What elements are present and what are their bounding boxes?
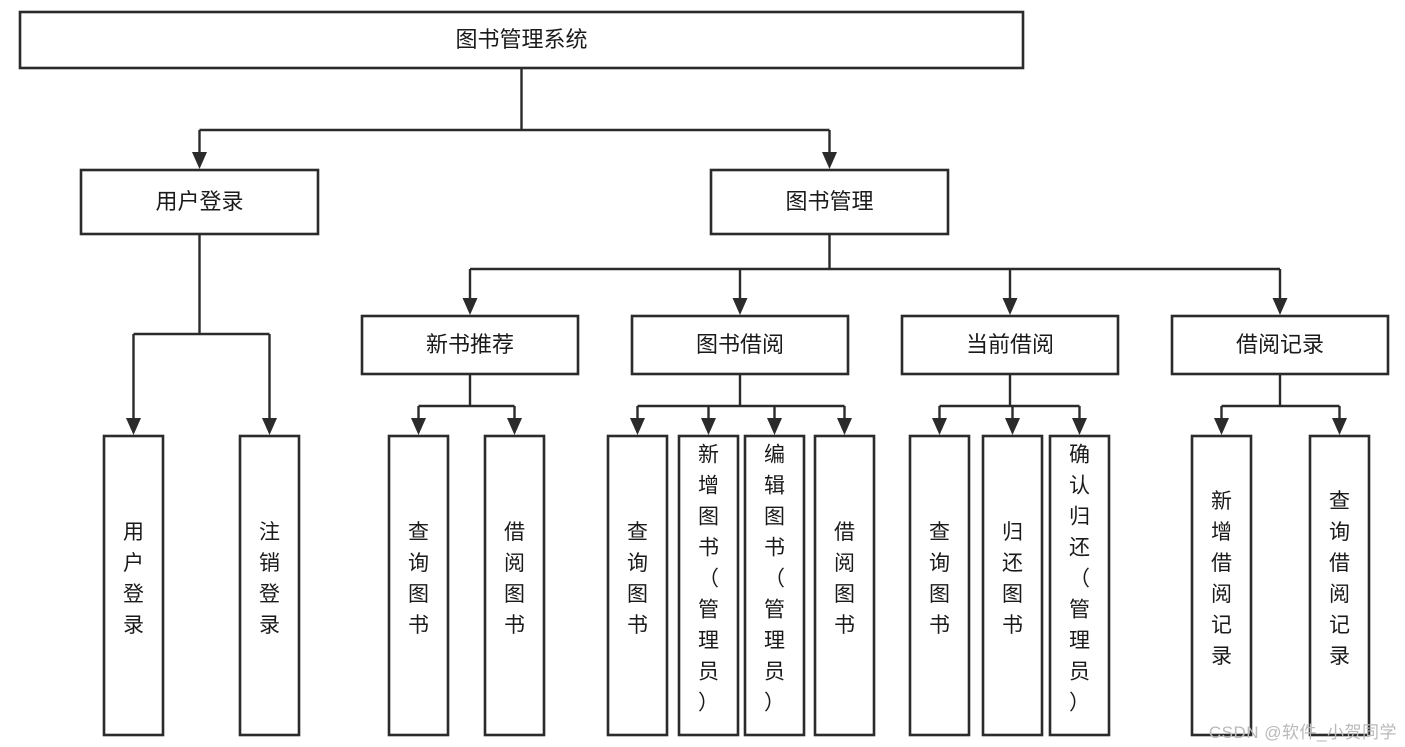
node-box-leaf-borrow-book-1 bbox=[483, 434, 546, 737]
node-box-current-borrow bbox=[900, 314, 1120, 376]
node-label-current-borrow: 当前借阅 bbox=[966, 332, 1054, 357]
node-box-leaf-borrow-book-2 bbox=[813, 434, 876, 737]
node-leaf-add-book[interactable]: 新增图书（管理员） bbox=[677, 434, 740, 737]
node-leaf-user-login[interactable]: 用户登录 bbox=[102, 434, 165, 737]
connector-arrow-icon bbox=[507, 418, 522, 435]
node-box-leaf-return-book bbox=[981, 434, 1044, 737]
node-label-leaf-user-logout: 注销登录 bbox=[259, 521, 280, 637]
node-layer: 图书管理系统用户登录图书管理新书推荐图书借阅当前借阅借阅记录用户登录注销登录查询… bbox=[18, 10, 1390, 737]
node-label-leaf-query-record: 查询借阅记录 bbox=[1329, 490, 1350, 668]
node-leaf-query-record[interactable]: 查询借阅记录 bbox=[1308, 434, 1371, 737]
node-label-leaf-confirm-return: 确认归还（管理员） bbox=[1069, 444, 1090, 715]
node-user-login[interactable]: 用户登录 bbox=[79, 168, 320, 236]
connector-arrow-icon bbox=[411, 418, 426, 435]
node-label-leaf-borrow-book-1: 借阅图书 bbox=[504, 521, 525, 637]
node-box-leaf-add-record bbox=[1190, 434, 1253, 737]
node-label-leaf-query-book-2: 查询图书 bbox=[627, 521, 648, 637]
node-label-leaf-borrow-book-2: 借阅图书 bbox=[834, 521, 855, 637]
connector-arrow-icon bbox=[932, 418, 947, 435]
connector-arrow-icon bbox=[732, 298, 748, 315]
connector-arrow-icon bbox=[262, 418, 277, 435]
node-box-book-manage bbox=[709, 168, 950, 236]
node-label-user-login: 用户登录 bbox=[155, 189, 243, 214]
node-box-borrow-record bbox=[1170, 314, 1390, 376]
node-label-leaf-add-record: 新增借阅记录 bbox=[1211, 490, 1232, 668]
node-label-borrow-record: 借阅记录 bbox=[1236, 332, 1324, 357]
node-box-leaf-query-book-1 bbox=[387, 434, 450, 737]
watermark-label: CSDN @软件_小贺同学 bbox=[1208, 723, 1397, 742]
node-box-book-borrow bbox=[630, 314, 850, 376]
connector-arrow-icon bbox=[1072, 418, 1087, 435]
node-label-leaf-query-book-3: 查询图书 bbox=[929, 521, 950, 637]
node-leaf-query-book-1[interactable]: 查询图书 bbox=[387, 434, 450, 737]
node-leaf-query-book-2[interactable]: 查询图书 bbox=[606, 434, 669, 737]
node-box-leaf-query-book-3 bbox=[908, 434, 971, 737]
node-box-leaf-user-login bbox=[102, 434, 165, 737]
node-label-book-borrow: 图书借阅 bbox=[696, 332, 784, 357]
node-label-book-manage: 图书管理 bbox=[785, 189, 873, 214]
node-box-leaf-query-book-2 bbox=[606, 434, 669, 737]
node-label-root: 图书管理系统 bbox=[455, 27, 587, 52]
node-label-leaf-edit-book: 编辑图书（管理员） bbox=[764, 444, 785, 715]
node-leaf-add-record[interactable]: 新增借阅记录 bbox=[1190, 434, 1253, 737]
node-leaf-confirm-return[interactable]: 确认归还（管理员） bbox=[1048, 434, 1111, 737]
connector-arrow-icon bbox=[462, 298, 478, 315]
node-root[interactable]: 图书管理系统 bbox=[18, 10, 1025, 70]
connector-arrow-icon bbox=[126, 418, 141, 435]
connector-arrow-icon bbox=[192, 152, 207, 169]
node-leaf-borrow-book-2[interactable]: 借阅图书 bbox=[813, 434, 876, 737]
node-leaf-query-book-3[interactable]: 查询图书 bbox=[908, 434, 971, 737]
node-label-new-book-rec: 新书推荐 bbox=[426, 332, 514, 357]
node-leaf-return-book[interactable]: 归还图书 bbox=[981, 434, 1044, 737]
node-label-leaf-query-book-1: 查询图书 bbox=[408, 521, 429, 637]
connector-arrow-icon bbox=[1214, 418, 1229, 435]
connector-arrow-icon bbox=[767, 418, 782, 435]
node-leaf-edit-book[interactable]: 编辑图书（管理员） bbox=[743, 434, 806, 737]
node-label-leaf-return-book: 归还图书 bbox=[1002, 521, 1023, 637]
connector-arrow-icon bbox=[701, 418, 716, 435]
connector-arrow-icon bbox=[837, 418, 852, 435]
node-leaf-user-logout[interactable]: 注销登录 bbox=[238, 434, 301, 737]
node-box-new-book-rec bbox=[360, 314, 580, 376]
node-box-leaf-add-book bbox=[677, 434, 740, 737]
node-box-leaf-edit-book bbox=[743, 434, 806, 737]
node-label-leaf-add-book: 新增图书（管理员） bbox=[698, 444, 719, 715]
connector-arrow-icon bbox=[630, 418, 645, 435]
node-box-leaf-confirm-return bbox=[1048, 434, 1111, 737]
node-box-leaf-user-logout bbox=[238, 434, 301, 737]
connector-arrow-icon bbox=[1005, 418, 1020, 435]
node-book-manage[interactable]: 图书管理 bbox=[709, 168, 950, 236]
connector-arrow-icon bbox=[1332, 418, 1347, 435]
connector-arrow-icon bbox=[1002, 298, 1018, 315]
connector-arrow-icon bbox=[822, 152, 837, 169]
node-box-user-login bbox=[79, 168, 320, 236]
node-leaf-borrow-book-1[interactable]: 借阅图书 bbox=[483, 434, 546, 737]
node-box-root bbox=[18, 10, 1025, 70]
node-label-leaf-user-login: 用户登录 bbox=[123, 521, 144, 637]
node-box-leaf-query-record bbox=[1308, 434, 1371, 737]
node-book-borrow[interactable]: 图书借阅 bbox=[630, 314, 850, 376]
node-borrow-record[interactable]: 借阅记录 bbox=[1170, 314, 1390, 376]
connector-layer bbox=[126, 68, 1347, 435]
node-current-borrow[interactable]: 当前借阅 bbox=[900, 314, 1120, 376]
connector-arrow-icon bbox=[1272, 298, 1288, 315]
node-new-book-rec[interactable]: 新书推荐 bbox=[360, 314, 580, 376]
